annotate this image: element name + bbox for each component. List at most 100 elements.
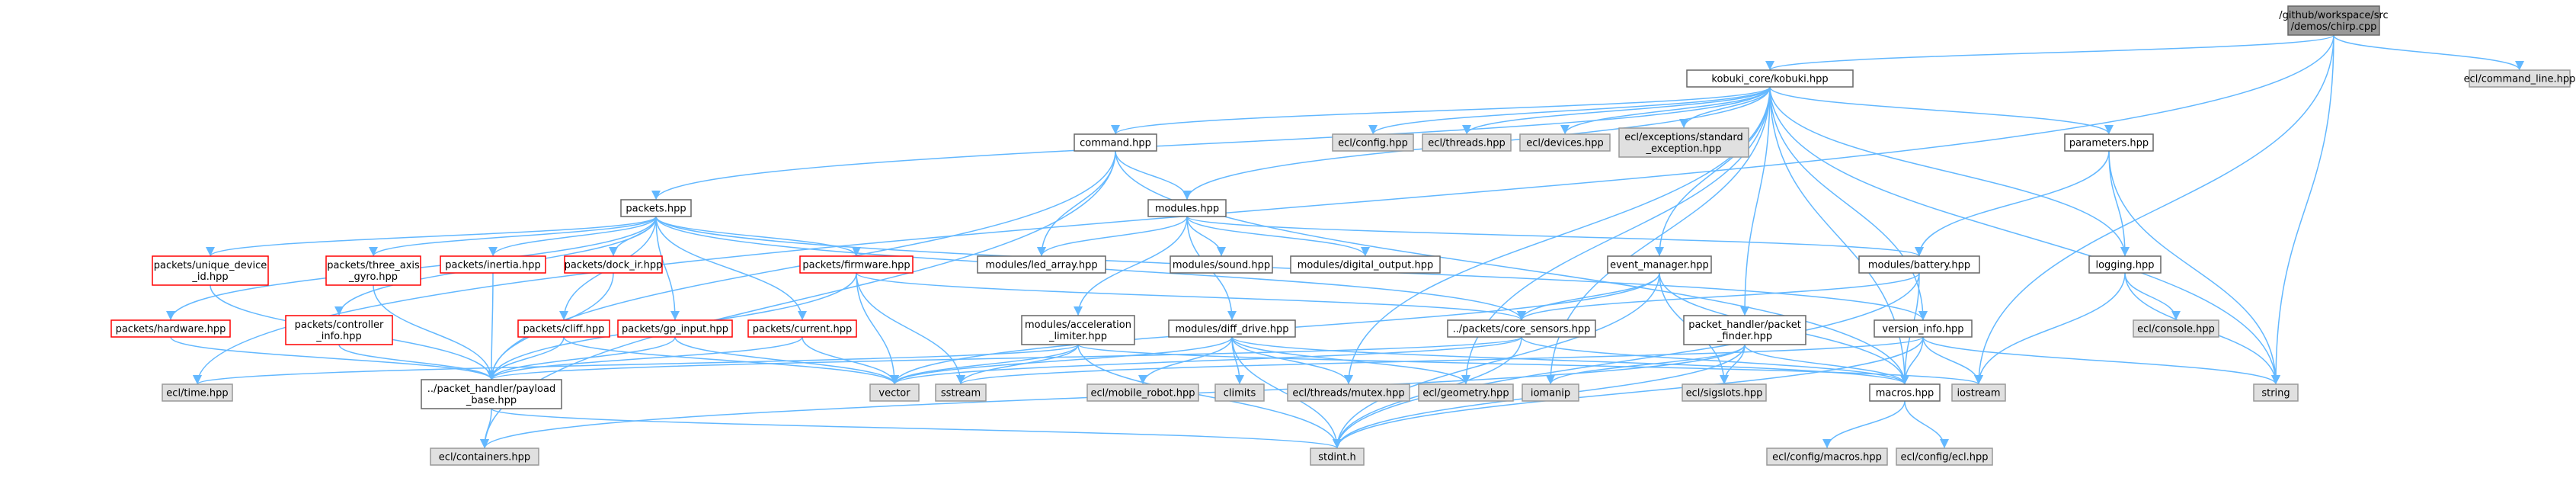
node-packets[interactable]: packets.hpp: [620, 199, 692, 217]
edge-packets-to-inertia: [488, 216, 657, 257]
edge-modules-to-battery: [1186, 216, 1924, 257]
node-controller-label-0: packets/controller: [295, 319, 384, 331]
node-payload-label-0: ../packet_handler/payload: [427, 383, 555, 395]
node-logging[interactable]: logging.hpp: [2088, 255, 2162, 274]
node-containers-box: [430, 448, 539, 466]
node-containers: ecl/containers.hpp: [430, 448, 539, 466]
edge-versioninfo-to-iostream: [1922, 336, 1983, 385]
node-iomanip-label-0: iomanip: [1531, 388, 1570, 399]
node-inertia-label-0: packets/inertia.hpp: [445, 260, 540, 271]
node-packets-label-0: packets.hpp: [626, 204, 686, 215]
node-packetfinder-label-1: _finder.hpp: [1717, 331, 1772, 342]
edge-packetfinder-to-iomanip: [1546, 344, 1746, 385]
node-dockir[interactable]: packets/dock_ir.hpp: [564, 255, 663, 274]
node-ecltime-label-0: ecl/time.hpp: [166, 388, 228, 399]
node-battery-label-0: modules/battery.hpp: [1868, 260, 1970, 271]
node-dockir-label-0: packets/dock_ir.hpp: [565, 260, 663, 271]
node-gpinput-box: [617, 319, 733, 338]
edge-command-to-modules: [1115, 150, 1192, 201]
node-chirp: /github/workspace/src/demos/chirp.cpp: [2279, 5, 2389, 36]
node-iostream-label-0: iostream: [1957, 388, 2000, 399]
node-battery[interactable]: modules/battery.hpp: [1858, 255, 1980, 274]
node-sound[interactable]: modules/sound.hpp: [1170, 255, 1273, 274]
node-stdint: stdint.h: [1310, 448, 1365, 466]
node-eventmgr[interactable]: event_manager.hpp: [1607, 255, 1712, 274]
node-kobuki[interactable]: kobuki_core/kobuki.hpp: [1686, 69, 1854, 88]
node-modules-box: [1147, 199, 1227, 217]
node-eclexcept-box: [1618, 127, 1749, 158]
node-geometry-box: [1418, 383, 1514, 402]
edge-command-to-ledarray: [1037, 150, 1116, 257]
node-stdint-box: [1310, 448, 1365, 466]
node-uniqueid-box: [152, 255, 269, 286]
edge-diffdrive-to-stdint: [1231, 336, 1342, 449]
node-payload[interactable]: ../packet_handler/payload_base.hpp: [421, 379, 562, 409]
node-eclexcept-label-0: ecl/exceptions/standard: [1624, 132, 1743, 143]
node-packetfinder[interactable]: packet_handler/packet_finder.hpp: [1683, 315, 1806, 345]
edge-kobuki-to-parameters: [1769, 86, 2114, 135]
node-firmware[interactable]: packets/firmware.hpp: [799, 255, 914, 274]
node-chirp-box: [2287, 5, 2380, 36]
edge-battery-to-stdint: [1333, 272, 1920, 449]
node-digital-box: [1290, 255, 1441, 274]
node-ecldevices-box: [1519, 133, 1611, 152]
node-eclconsole-box: [2133, 319, 2219, 338]
edge-packets-to-gpinput: [655, 216, 680, 321]
node-ledarray[interactable]: modules/led_array.hpp: [977, 255, 1106, 274]
edge-packetfinder-to-sigslots: [1720, 344, 1746, 385]
node-command[interactable]: command.hpp: [1074, 133, 1157, 152]
edge-packets-to-versioninfo: [655, 216, 1928, 321]
node-diffdrive-label-0: modules/diff_drive.hpp: [1176, 324, 1289, 335]
node-logging-label-0: logging.hpp: [2095, 260, 2154, 271]
node-parameters[interactable]: parameters.hpp: [2064, 133, 2154, 152]
node-ecldevices-label-0: ecl/devices.hpp: [1526, 138, 1604, 149]
node-coresensors[interactable]: ../packets/core_sensors.hpp: [1447, 319, 1596, 338]
node-inertia[interactable]: packets/inertia.hpp: [440, 255, 546, 274]
edge-command-to-macros: [1115, 150, 1909, 385]
node-digital[interactable]: modules/digital_output.hpp: [1290, 255, 1441, 274]
node-diffdrive[interactable]: modules/diff_drive.hpp: [1168, 319, 1296, 338]
node-mobilerobot: ecl/mobile_robot.hpp: [1086, 383, 1199, 402]
node-controller[interactable]: packets/controller_info.hpp: [285, 315, 393, 345]
node-string: string: [2253, 383, 2299, 402]
edge-macros-to-configmacros: [1822, 400, 1906, 449]
node-uniqueid[interactable]: packets/unique_device_id.hpp: [152, 255, 269, 286]
node-eclconsole-label-0: ecl/console.hpp: [2137, 324, 2215, 335]
node-threeaxis-box: [325, 255, 421, 286]
edge-battery-to-coresensors: [1517, 272, 1920, 321]
node-gpinput[interactable]: packets/gp_input.hpp: [617, 319, 733, 338]
edge-versioninfo-to-string: [1922, 336, 2280, 385]
edge-accel-to-ecltime: [193, 344, 1079, 385]
node-command-label-0: command.hpp: [1080, 138, 1151, 149]
edge-kobuki-to-packets: [651, 86, 1771, 201]
node-hardware[interactable]: packets/hardware.hpp: [110, 319, 231, 338]
edge-kobuki-to-eclconfig: [1368, 86, 1771, 135]
node-configmacros-label-0: ecl/config/macros.hpp: [1772, 452, 1882, 464]
node-threeaxis-label-0: packets/three_axis: [327, 260, 420, 271]
node-cliff[interactable]: packets/cliff.hpp: [517, 319, 610, 338]
node-iostream-box: [1951, 383, 2006, 402]
node-iomanip: iomanip: [1522, 383, 1579, 402]
node-current[interactable]: packets/current.hpp: [747, 319, 857, 338]
node-battery-box: [1858, 255, 1980, 274]
node-versioninfo[interactable]: version_info.hpp: [1874, 319, 1973, 338]
node-cmdline-box: [2469, 69, 2571, 88]
node-ecldevices: ecl/devices.hpp: [1519, 133, 1611, 152]
node-modules[interactable]: modules.hpp: [1147, 199, 1227, 217]
node-configecl-label-0: ecl/config/ecl.hpp: [1901, 452, 1989, 464]
node-hardware-label-0: packets/hardware.hpp: [116, 324, 226, 335]
node-sigslots-label-0: ecl/sigslots.hpp: [1686, 388, 1763, 399]
node-sstream: sstream: [935, 383, 987, 402]
edge-packets-to-uniqueid: [206, 216, 657, 257]
edge-command-to-containers: [480, 150, 1116, 449]
edge-chirp-to-iostream: [1974, 34, 2334, 385]
node-packetfinder-box: [1683, 315, 1806, 345]
node-current-box: [747, 319, 857, 338]
edge-accel-to-iostream: [1077, 344, 1983, 385]
edge-kobuki-to-command: [1111, 86, 1771, 135]
node-threeaxis[interactable]: packets/three_axis_gyro.hpp: [325, 255, 421, 286]
node-macros[interactable]: macros.hpp: [1869, 383, 1941, 402]
node-accel[interactable]: modules/acceleration_limiter.hpp: [1021, 315, 1135, 345]
node-iostream: iostream: [1951, 383, 2006, 402]
